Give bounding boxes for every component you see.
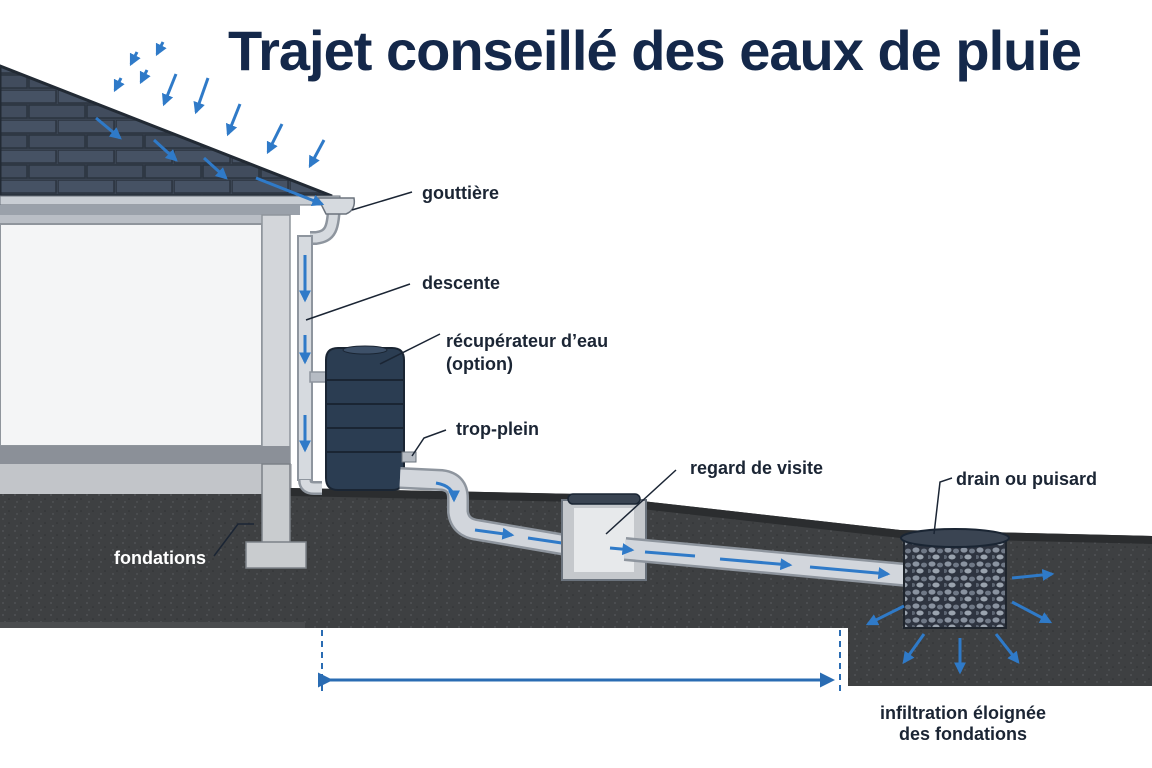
label-infiltration-line1: infiltration éloignée <box>879 703 1046 723</box>
label-foundations: fondations <box>114 548 206 568</box>
label-inspection-chamber: regard de visite <box>690 458 824 478</box>
page-title: Trajet conseillé des eaux de pluie <box>228 19 1082 82</box>
water-tank <box>325 345 405 491</box>
label-collector-line1: récupérateur d’eau <box>446 331 609 351</box>
inspection-chamber <box>561 493 647 581</box>
house-wall <box>0 214 292 494</box>
label-infiltration-line2: des fondations <box>898 724 1027 744</box>
distance-dimension <box>318 630 841 692</box>
infiltration-arrows <box>865 568 1055 675</box>
label-collector-line2: (option) <box>446 354 513 374</box>
label-drain: drain ou puisard <box>956 469 1098 489</box>
drain-pipe-1 <box>399 467 585 557</box>
label-overflow: trop-plein <box>456 419 539 439</box>
drain-pipe-2 <box>609 537 920 588</box>
foundation-footing <box>245 463 307 569</box>
roof <box>0 64 341 215</box>
label-leaders <box>213 191 953 557</box>
overflow-pipe <box>401 451 417 463</box>
label-gutter: gouttière <box>422 183 500 203</box>
drain-soakaway <box>900 528 1010 629</box>
label-downspout: descente <box>422 273 501 293</box>
rain-arrows <box>95 41 326 207</box>
gutter <box>316 197 356 215</box>
